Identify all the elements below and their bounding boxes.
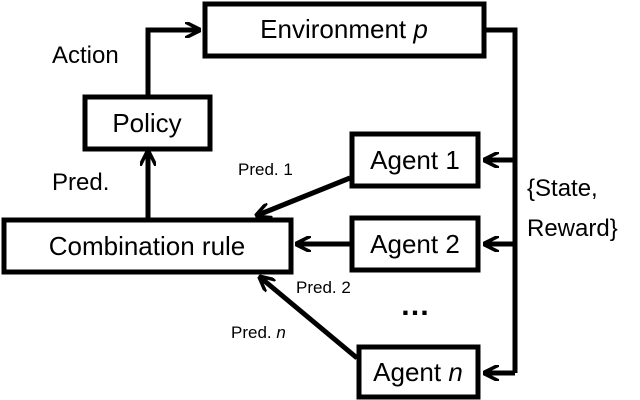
ellipsis-label: …: [400, 289, 430, 322]
reward-label: Reward}: [527, 215, 618, 242]
policy-node: Policy: [82, 94, 213, 152]
action-arrow: [145, 30, 198, 95]
pred-n-label: Pred. n: [231, 323, 286, 342]
environment-node: Environment p: [202, 1, 487, 59]
agent-2-node: Agent 2: [349, 215, 481, 273]
agent-2-label: Agent 2: [370, 229, 460, 259]
agent-n-label: Agent n: [373, 357, 463, 387]
pred-label: Pred.: [52, 169, 109, 196]
pred-2-label: Pred. 2: [296, 278, 351, 297]
combination-rule-label: Combination rule: [49, 231, 246, 261]
pred-1-label: Pred. 1: [238, 160, 293, 179]
environment-label: Environment p: [260, 14, 428, 44]
agent-n-node: Agent n: [356, 344, 481, 400]
action-label: Action: [52, 42, 119, 69]
policy-label: Policy: [112, 108, 181, 138]
agent-1-node: Agent 1: [349, 131, 481, 189]
state-reward-bus: [484, 27, 518, 373]
agent1-to-combination-arrow: [258, 175, 351, 215]
agent-1-label: Agent 1: [370, 145, 460, 175]
combination-rule-node: Combination rule: [1, 217, 294, 275]
state-label: {State,: [527, 175, 598, 202]
agentn-to-combination-arrow: [261, 278, 359, 360]
